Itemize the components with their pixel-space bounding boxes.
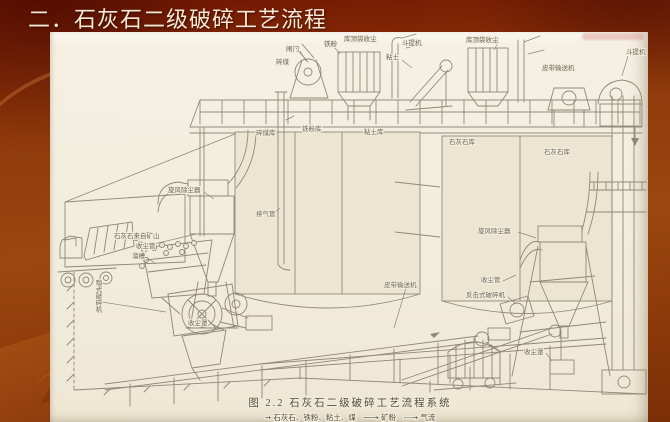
- label-dust-pipe-1: 收尘管: [136, 241, 156, 250]
- label-gate: 闸门: [286, 44, 299, 53]
- deck-railing: [189, 99, 643, 134]
- label-clay-silo: 粘土库: [364, 127, 384, 136]
- figure-image: 闸门 碎煤 铁粉 库顶袋收尘 粘土 斗提机 库顶袋收尘 皮带输送机 斗提机 碎煤…: [50, 32, 648, 422]
- label-cyclone-2: 旋风除尘器: [478, 226, 511, 235]
- diagram-labels: 闸门 碎煤 铁粉 库顶袋收尘 粘土 斗提机 库顶袋收尘 皮带输送机 斗提机 碎煤…: [93, 33, 647, 357]
- label-exhaust-pipe: 排气管: [256, 209, 276, 218]
- label-silo-top-bag-filter-2: 库顶袋收尘: [466, 35, 499, 44]
- top-equipment-left: [289, 33, 453, 121]
- label-iron-powder: 铁粉: [324, 39, 338, 48]
- process-diagram: 闸门 碎煤 铁粉 库顶袋收尘 粘土 斗提机 库顶袋收尘 皮带输送机 斗提机 碎煤…: [57, 33, 647, 422]
- label-bucket-elevator-2: 斗提机: [626, 47, 646, 56]
- label-clay: 粘土: [386, 52, 400, 61]
- label-chute: 溜槽: [132, 251, 146, 260]
- label-leaders: [101, 42, 629, 362]
- scan-artifact: [582, 33, 644, 40]
- jaw-crusher: [161, 283, 273, 381]
- label-impact-crusher: 反击式破碎机: [466, 290, 506, 299]
- label-limestone-silo-1: 石灰石库: [449, 137, 476, 146]
- label-limestone-from-mine: 石灰石来自矿山: [114, 231, 160, 240]
- top-equipment-right: [467, 35, 643, 146]
- label-belt-conveyor-top: 皮带输送机: [542, 63, 575, 72]
- label-iron-powder-silo: 铁粉库: [302, 124, 322, 133]
- label-silo-top-bag-filter-1: 库顶袋收尘: [344, 34, 377, 43]
- figure-caption: 图 2.2 石灰石二级破碎工艺流程系统: [248, 396, 451, 409]
- belt-conveyors: [104, 324, 607, 407]
- bucket-elevator-right: [585, 95, 647, 395]
- figure-legend: → 石灰石、铁粉、粘土、煤 ──→ 矿粉 ---→ 气流: [265, 412, 436, 422]
- label-belt-conveyor-mid: 皮带输送机: [384, 280, 417, 289]
- building-truck: [57, 127, 213, 299]
- figure-caption-group: 图 2.2 石灰石二级破碎工艺流程系统 → 石灰石、铁粉、粘土、煤 ──→ 矿粉…: [247, 395, 451, 422]
- label-cyclone-1: 旋风除尘器: [168, 185, 201, 194]
- slide-title: 二．石灰石二级破碎工艺流程: [28, 7, 328, 32]
- cyclone-right: [511, 171, 611, 377]
- label-limestone-silo-2: 石灰石库: [544, 147, 571, 156]
- label-crushed-coal: 碎煤: [276, 57, 290, 66]
- label-coal-silo: 碎煤库: [256, 128, 276, 137]
- silos: [64, 131, 613, 314]
- label-dust-pipe-2: 收尘管: [481, 275, 501, 284]
- label-dust-hood-2: 收尘罩: [524, 347, 544, 356]
- label-dust-hood-1: 收尘罩: [188, 318, 208, 327]
- label-bucket-elevator-1: 斗提机: [402, 38, 422, 47]
- label-jaw-crusher: 颚式破碎机: [94, 280, 102, 314]
- impact-crusher-area: [433, 295, 535, 391]
